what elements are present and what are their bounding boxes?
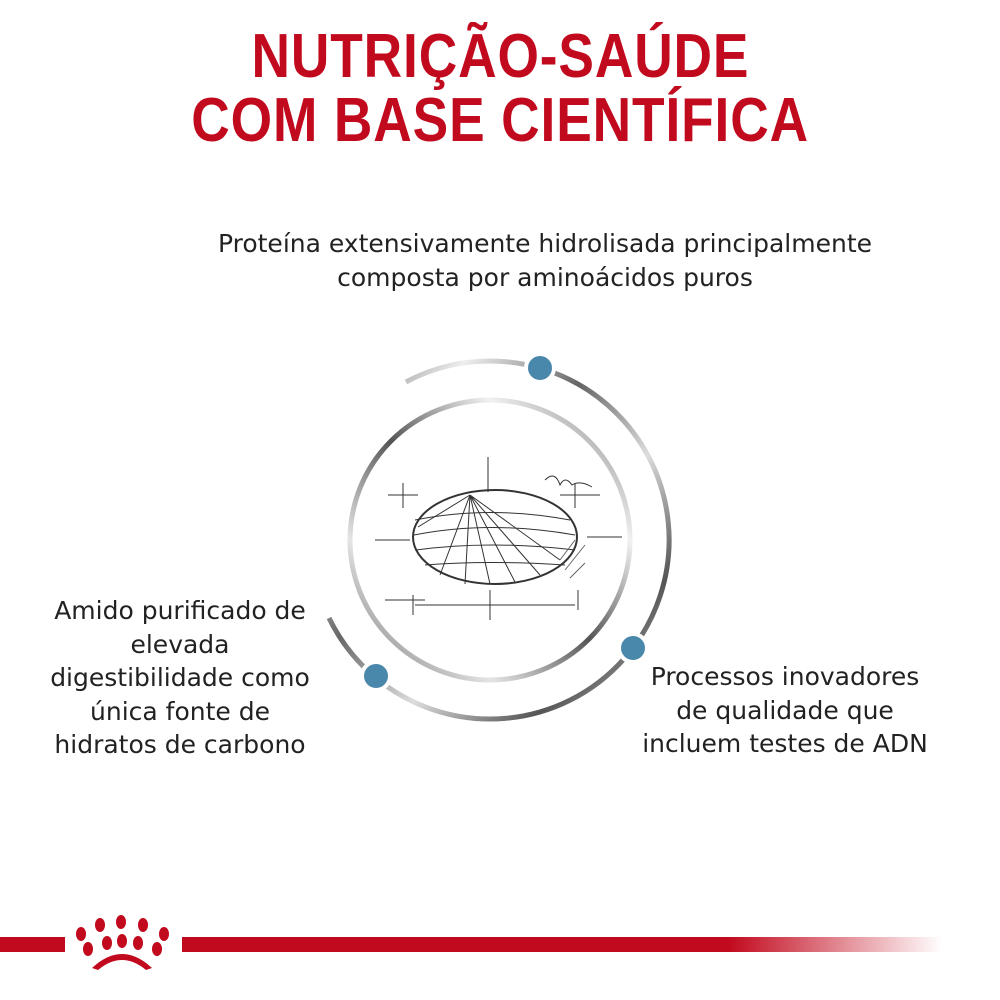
dot-left [360, 660, 392, 692]
feature-hydrolysed-protein: Proteína extensivamente hidrolisada prin… [217, 229, 873, 292]
kibble-sketch [375, 457, 622, 620]
dot-right [617, 632, 649, 664]
feature-purified-starch: Amido purificado de elevada digestibilid… [50, 596, 310, 759]
inner-ring [347, 397, 633, 683]
title-line-2: COM BASE CIENTÍFICA [191, 86, 809, 155]
royal-canin-crown-logo [0, 915, 942, 970]
title-line-1: NUTRIÇÃO-SAÚDE [251, 22, 749, 91]
feature-dna-testing: Processos inovadores de qualidade que in… [642, 662, 928, 758]
dot-top [524, 352, 556, 384]
